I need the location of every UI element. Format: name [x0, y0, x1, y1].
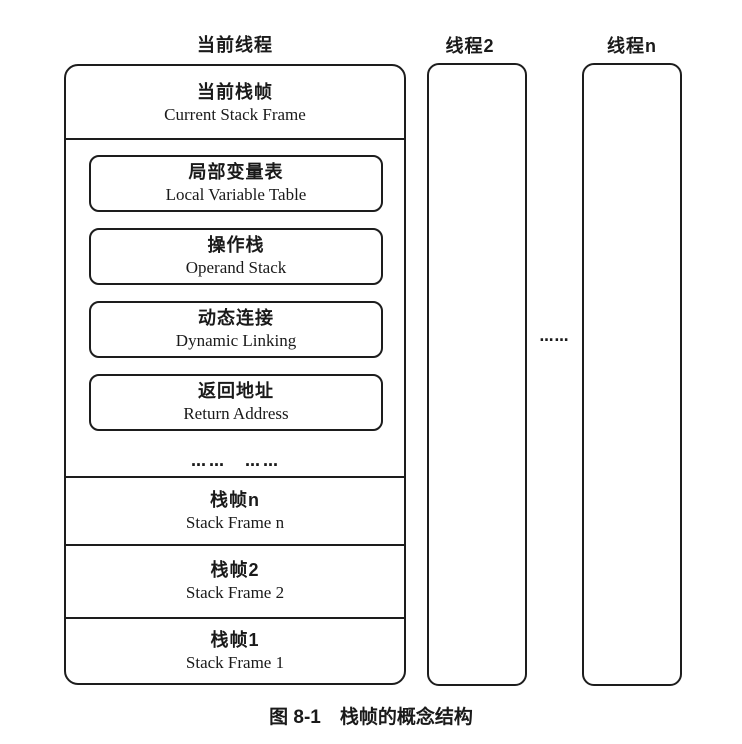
current-thread-label: 当前线程 — [197, 35, 273, 55]
stack-frame-2-label-en: Stack Frame 2 — [185, 583, 285, 602]
return-address-label-zh: 返回地址 — [198, 381, 274, 401]
thread-2-label: 线程2 — [445, 36, 495, 56]
current-stack-frame-section: 当前栈帧 Current Stack Frame — [66, 66, 404, 140]
stack-frame-1-section: 栈帧1 Stack Frame 1 — [66, 617, 404, 683]
current-frame-parts: 局部变量表 Local Variable Table 操作栈 Operand S… — [66, 140, 404, 476]
stack-frame-2-label-zh: 栈帧2 — [210, 560, 260, 580]
operand-stack-label-en: Operand Stack — [185, 258, 287, 277]
operand-stack-box: 操作栈 Operand Stack — [89, 228, 383, 285]
return-address-box: 返回地址 Return Address — [89, 374, 383, 431]
return-address-label-en: Return Address — [183, 404, 289, 423]
thread-n-label: 线程n — [607, 36, 657, 56]
stack-frame-n-label-zh: 栈帧n — [210, 489, 260, 510]
thread-n-stack — [582, 63, 682, 686]
figure-caption: 图 8-1 栈帧的概念结构 — [269, 707, 473, 728]
current-thread-stack: 当前栈帧 Current Stack Frame 局部变量表 Local Var… — [64, 64, 406, 685]
local-variable-table-label-en: Local Variable Table — [165, 185, 307, 204]
local-variable-table-label-zh: 局部变量表 — [188, 162, 284, 182]
dynamic-linking-box: 动态连接 Dynamic Linking — [89, 301, 383, 358]
stack-frame-2-section: 栈帧2 Stack Frame 2 — [66, 544, 404, 617]
stack-ellipsis: …… …… — [190, 452, 281, 470]
dynamic-linking-label-en: Dynamic Linking — [175, 331, 297, 350]
stack-frame-1-label-en: Stack Frame 1 — [185, 652, 285, 672]
dynamic-linking-label-zh: 动态连接 — [198, 308, 274, 328]
thread-2-stack — [427, 63, 527, 686]
local-variable-table-box: 局部变量表 Local Variable Table — [89, 155, 383, 212]
operand-stack-label-zh: 操作栈 — [207, 235, 265, 255]
stack-frame-n-section: 栈帧n Stack Frame n — [66, 476, 404, 544]
stack-frame-1-label-zh: 栈帧1 — [210, 629, 260, 650]
current-stack-frame-label-zh: 当前栈帧 — [197, 81, 273, 102]
stack-frame-n-label-en: Stack Frame n — [185, 512, 285, 532]
current-stack-frame-label-en: Current Stack Frame — [164, 104, 306, 124]
threads-ellipsis: …… — [539, 329, 570, 345]
